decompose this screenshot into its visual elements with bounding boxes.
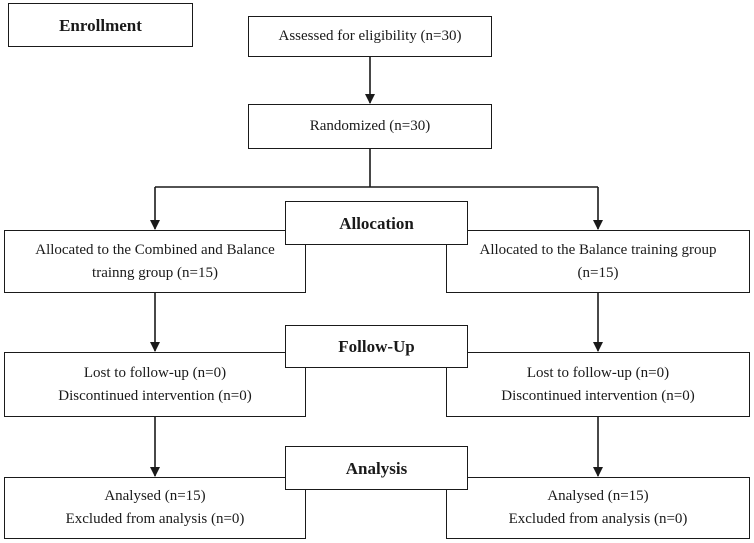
left-analysed-text: Analysed (n=15) [104,488,206,504]
allocation-stage-label: Allocation [285,201,468,245]
followup-stage-label: Follow-Up [285,325,468,368]
left-excluded-text: Excluded from analysis (n=0) [65,511,245,527]
allocation-text: Allocation [339,213,414,233]
followup-text: Follow-Up [338,337,415,356]
left-allocated-line1: Allocated to the Combined and Balance [35,241,275,258]
right-discontinued-text: Discontinued intervention (n=0) [501,387,695,404]
right-lost-text: Lost to follow-up (n=0) [526,364,670,381]
left-lost-text: Lost to follow-up (n=0) [83,364,227,381]
right-analysis-box: Analysed (n=15) Excluded from analysis (… [446,477,750,539]
right-allocated-box: Allocated to the Balance training group … [446,230,750,293]
assessed-text: Assessed for eligibility (n=30) [278,28,462,44]
right-allocated-line1: Allocated to the Balance training group [479,241,717,258]
right-excluded-text: Excluded from analysis (n=0) [508,511,688,527]
left-allocated-line2: trainng group (n=15) [92,264,218,281]
enrollment-text: Enrollment [59,15,142,35]
left-analysis-box: Analysed (n=15) Excluded from analysis (… [4,477,306,539]
randomized-text: Randomized (n=30) [309,118,431,134]
randomized-box: Randomized (n=30) [248,104,492,149]
analysis-text: Analysis [345,458,408,478]
assessed-box: Assessed for eligibility (n=30) [248,16,492,57]
right-analysed-text: Analysed (n=15) [547,488,649,504]
right-followup-box: Lost to follow-up (n=0) Discontinued int… [446,352,750,417]
left-allocated-box: Allocated to the Combined and Balance tr… [4,230,306,293]
enrollment-stage-label: Enrollment [8,3,193,47]
right-allocated-line2: (n=15) [577,264,619,281]
analysis-stage-label: Analysis [285,446,468,490]
left-followup-box: Lost to follow-up (n=0) Discontinued int… [4,352,306,417]
left-discontinued-text: Discontinued intervention (n=0) [58,387,252,404]
